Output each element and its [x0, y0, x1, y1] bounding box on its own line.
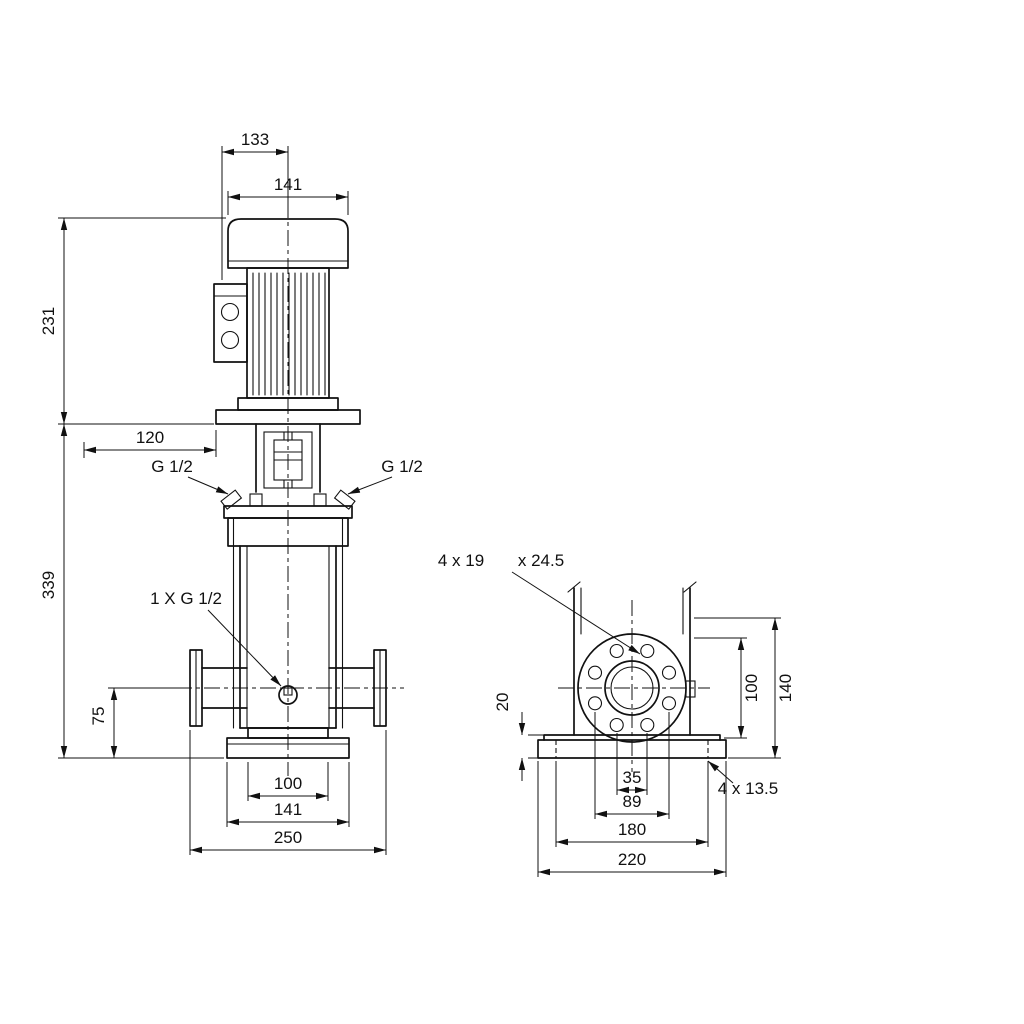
side-view — [537, 581, 727, 772]
pump-head — [220, 489, 356, 547]
dim-100-right: 100 — [694, 637, 761, 739]
dim-141-top: 141 — [227, 175, 349, 215]
vent-left-text: G 1/2 — [151, 457, 193, 476]
dim-250-text: 250 — [274, 828, 302, 847]
dim-89: 89 — [594, 712, 670, 819]
dim-231-text: 231 — [39, 307, 58, 335]
label-flange-holes: 4 x 19 x 24.5 — [438, 551, 641, 655]
pump-base — [226, 727, 350, 759]
side-view-dimensions: 4 x 19 x 24.5 20 100 140 35 — [438, 551, 795, 877]
dim-133: 133 — [221, 130, 289, 280]
dim-75: 75 — [89, 687, 188, 758]
flange-face — [577, 633, 696, 743]
dim-89-text: 89 — [623, 792, 642, 811]
dim-35-text: 35 — [623, 768, 642, 787]
staybolt-nut-left — [249, 493, 263, 507]
dim-220-text: 220 — [618, 850, 646, 869]
dim-133-text: 133 — [241, 130, 269, 149]
label-drain: 1 X G 1/2 — [150, 589, 282, 687]
suction-flange — [189, 649, 248, 727]
vent-right-text: G 1/2 — [381, 457, 423, 476]
discharge-flange — [328, 649, 387, 727]
dim-231: 231 — [39, 217, 226, 425]
motor-stool-plate — [215, 409, 361, 425]
coupling-lantern — [255, 423, 321, 493]
dim-339: 339 — [39, 424, 224, 759]
dim-100-bottom-text: 100 — [274, 774, 302, 793]
dim-75-text: 75 — [89, 707, 108, 726]
dim-220: 220 — [537, 761, 727, 877]
cable-entry-top — [220, 302, 240, 322]
dim-20: 20 — [493, 693, 546, 781]
dim-35: 35 — [616, 733, 648, 795]
terminal-box — [213, 283, 248, 363]
label-vent-right: G 1/2 — [347, 457, 423, 495]
dim-140-right: 140 — [694, 617, 795, 759]
label-base-holes: 4 x 13.5 — [707, 760, 779, 798]
flange-holes-depth-text: x 24.5 — [518, 551, 564, 570]
cable-entry-bottom — [220, 330, 240, 350]
tie-rods — [232, 517, 344, 729]
side-plug — [685, 680, 696, 698]
side-base — [537, 734, 727, 759]
break-marks — [567, 581, 697, 593]
dim-180: 180 — [555, 761, 709, 847]
dim-250: 250 — [189, 730, 387, 855]
front-view-dimensions: 133 141 231 339 120 75 — [39, 130, 423, 855]
flange-bolt-holes — [587, 643, 677, 733]
dim-141-bottom-text: 141 — [274, 800, 302, 819]
drain-text: 1 X G 1/2 — [150, 589, 222, 608]
dim-339-text: 339 — [39, 571, 58, 599]
dim-180-text: 180 — [618, 820, 646, 839]
dim-120: 120 — [83, 428, 217, 458]
side-body — [567, 581, 697, 736]
motor-fan-cover — [227, 218, 349, 269]
label-vent-left: G 1/2 — [151, 457, 229, 495]
dim-140-right-text: 140 — [776, 674, 795, 702]
base-bolt-holes-hidden — [555, 740, 709, 758]
dim-141-top-text: 141 — [274, 175, 302, 194]
drain-plug — [278, 685, 298, 705]
dim-141-bottom: 141 — [226, 762, 350, 827]
dim-20-text: 20 — [493, 693, 512, 712]
flange-holes-text: 4 x 19 — [438, 551, 484, 570]
dim-100-right-text: 100 — [742, 674, 761, 702]
base-holes-text: 4 x 13.5 — [718, 779, 779, 798]
staybolt-nut-right — [313, 493, 327, 507]
front-view — [176, 202, 404, 776]
dim-100-bottom: 100 — [247, 762, 329, 801]
dim-120-text: 120 — [136, 428, 164, 447]
